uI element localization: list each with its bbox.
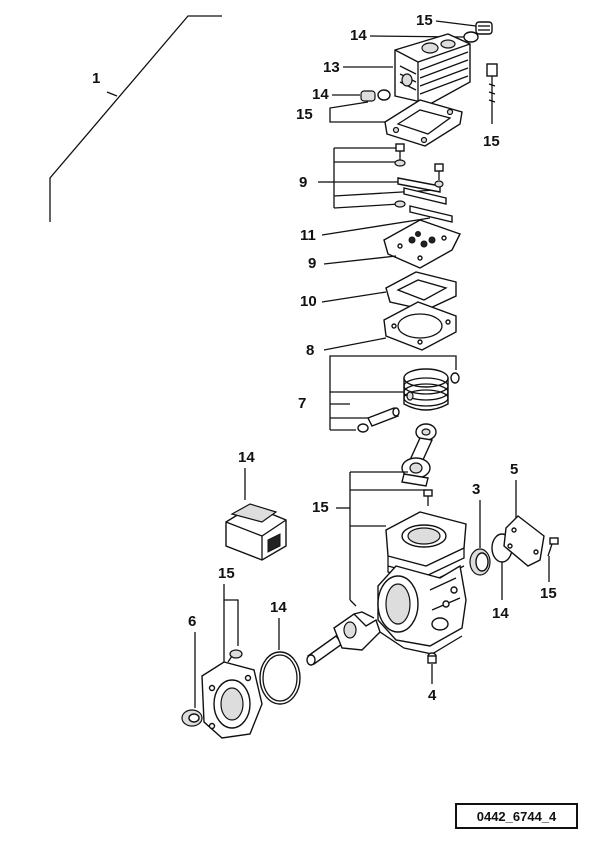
callout-valve-parts: 9	[299, 174, 307, 191]
callout-drain-plug: 4	[428, 687, 437, 704]
valve-washer	[394, 159, 406, 167]
leader-upper-gasket	[321, 291, 387, 303]
bearing-cover-seal	[259, 651, 301, 705]
drain-plug	[427, 652, 437, 664]
callout-crankcase-screws: 15	[312, 499, 329, 516]
crankcase-screw	[423, 489, 433, 506]
callout-valve-plate: 9	[308, 255, 316, 272]
callout-cover-plate: 5	[510, 461, 518, 478]
valve-leader-e	[333, 203, 401, 209]
piston-clip	[357, 423, 369, 433]
bearing-cover	[201, 661, 263, 739]
leader-assembly	[106, 91, 118, 97]
piston-clip-top	[450, 372, 460, 384]
end-bushing	[181, 709, 203, 727]
callout-assembly: 1	[92, 70, 100, 87]
gasket-kit	[225, 503, 287, 561]
lower-gasket	[383, 301, 457, 351]
leader-lower-gasket	[323, 337, 387, 351]
leader-bearing-cover-screws	[223, 584, 239, 646]
cylinder-head	[394, 33, 471, 105]
callout-head-seal-top: 14	[350, 27, 367, 44]
leader-crankcase-e	[349, 599, 357, 607]
valve-screw	[395, 143, 405, 160]
bushing	[469, 548, 491, 576]
head-plug-left	[360, 90, 376, 102]
head-bolt	[486, 63, 498, 124]
callout-lower-gasket: 8	[306, 342, 314, 359]
callout-piston-kit: 7	[298, 395, 306, 412]
leader-head-plug-top	[435, 20, 477, 27]
connecting-rod	[401, 423, 437, 487]
valve-screw-right	[434, 163, 444, 188]
callout-bearing-cover-screws: 15	[218, 565, 235, 582]
callout-bearing-cover-seal: 14	[270, 599, 287, 616]
valve-spring	[409, 205, 453, 223]
leader-valve-spring	[321, 217, 431, 236]
callout-head-bolt: 15	[483, 133, 500, 150]
leader-valve-plate	[323, 255, 397, 265]
piston-kit-bracket	[329, 355, 457, 430]
head-gasket	[384, 99, 463, 147]
callout-upper-gasket: 10	[300, 293, 317, 310]
leader-head-plugs-left	[329, 101, 386, 123]
cover-plate	[503, 515, 545, 567]
valve-reed	[397, 177, 447, 205]
crankshaft	[306, 611, 381, 666]
valve-plate	[383, 219, 461, 269]
piston-pin	[367, 407, 400, 427]
head-seal-left	[377, 89, 391, 101]
callout-cover-screw: 15	[540, 585, 557, 602]
callout-head-plug-top: 15	[416, 12, 433, 29]
head-seal-top	[463, 31, 479, 43]
callout-bushing: 3	[472, 481, 480, 498]
callout-end-bushing: 6	[188, 613, 196, 630]
head-plug-top	[475, 21, 493, 35]
cover-screw	[547, 537, 559, 557]
callout-gasket-kit: 14	[238, 449, 255, 466]
callout-head-plugs-left: 15	[296, 106, 313, 123]
callout-valve-spring: 11	[300, 227, 316, 244]
crankcase	[377, 511, 467, 655]
bearing-cover-screw	[227, 649, 243, 663]
callout-cylinder-head: 13	[323, 59, 340, 76]
drawing-code-label: 0442_6744_4	[455, 803, 578, 829]
assembly-bracket	[49, 15, 222, 222]
piston	[403, 368, 449, 411]
callout-cover-gasket: 14	[492, 605, 509, 622]
upper-gasket	[385, 271, 457, 311]
valve-seat	[394, 200, 406, 208]
callout-head-seal-left: 14	[312, 86, 329, 103]
